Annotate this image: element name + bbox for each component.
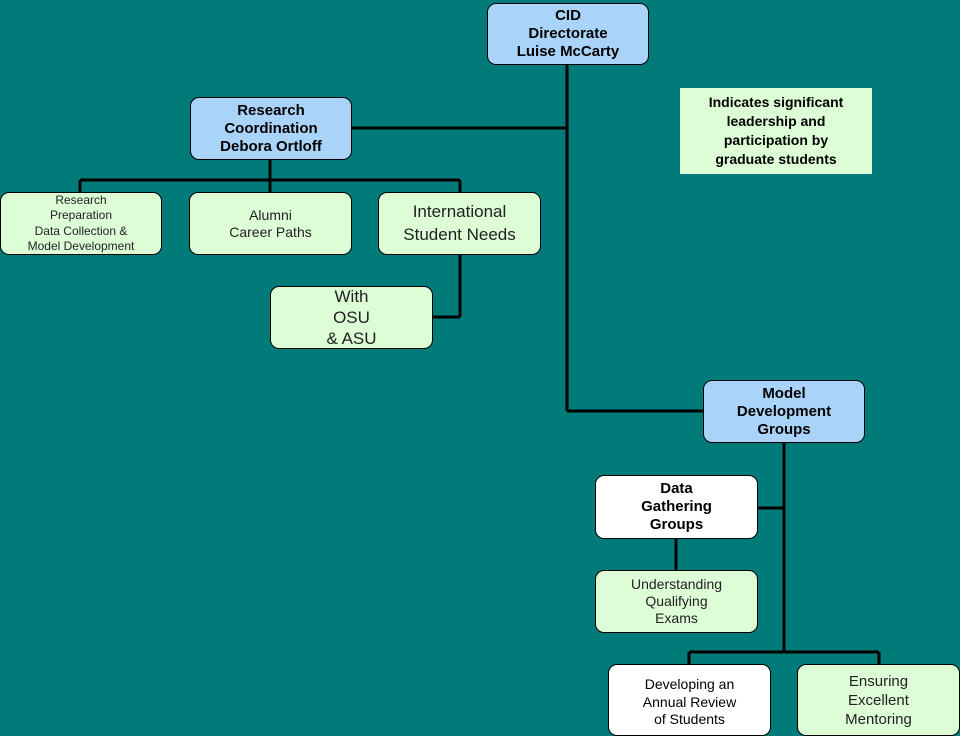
legend-box: Indicates significant leadership and par… (680, 88, 872, 174)
data-gathering-groups-box: Data Gathering Groups (595, 475, 758, 539)
research-preparation-box: Research Preparation Data Collection & M… (0, 192, 162, 255)
alumni-career-paths-box: Alumni Career Paths (189, 192, 352, 255)
cid-directorate-box: CID Directorate Luise McCarty (487, 3, 649, 65)
understanding-qualifying-exams-box: Understanding Qualifying Exams (595, 570, 758, 633)
research-coordination-box: Research Coordination Debora Ortloff (190, 97, 352, 160)
international-student-needs-box: International Student Needs (378, 192, 541, 255)
excellent-mentoring-box: Ensuring Excellent Mentoring (797, 664, 960, 736)
connector-lines (78, 64, 881, 665)
with-osu-asu-box: With OSU & ASU (270, 286, 433, 349)
model-development-groups-box: Model Development Groups (703, 380, 865, 443)
annual-review-box: Developing an Annual Review of Students (608, 664, 771, 736)
